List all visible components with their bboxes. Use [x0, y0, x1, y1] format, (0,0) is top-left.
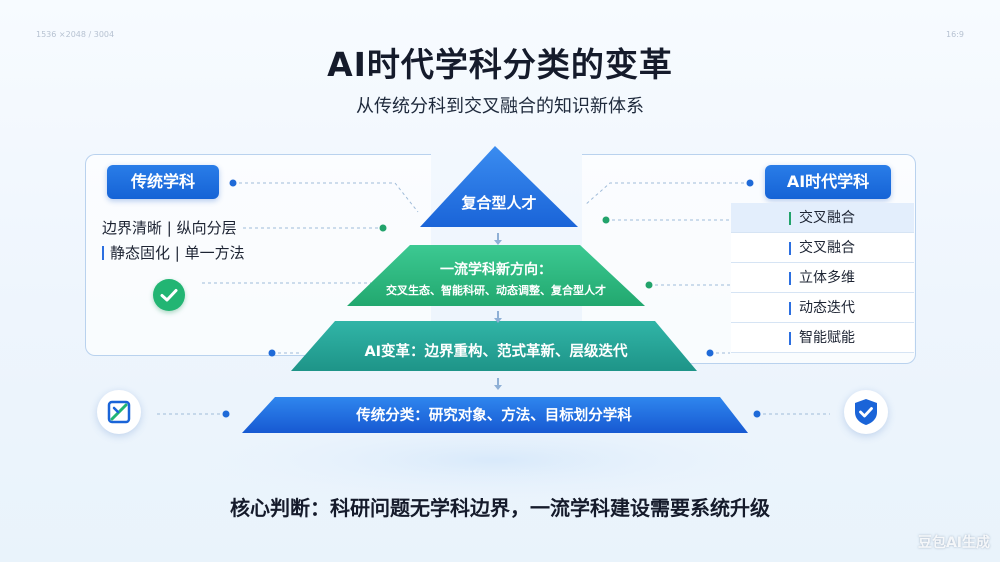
- page-subtitle: 从传统分科到交叉融合的知识新体系: [356, 96, 644, 117]
- connector-dots-green: [379, 216, 653, 289]
- watermark: 豆包AI生成: [917, 535, 990, 551]
- page-title: AI时代学科分类的变革: [327, 45, 673, 84]
- traditional-tag: 传统学科: [107, 165, 219, 199]
- ai-era-list: 交叉融合 交叉融合 立体多维 动态迭代 智能赋能: [731, 203, 914, 353]
- ai-era-tag: AI时代学科: [765, 165, 891, 199]
- tier-4: [242, 397, 748, 433]
- tier-3-label: AI变革：边界重构、范式革新、层级迭代: [364, 342, 628, 360]
- traditional-line-2: 静态固化 | 单一方法: [102, 242, 245, 263]
- list-item: 立体多维: [731, 263, 914, 293]
- list-item: 交叉融合: [731, 203, 914, 233]
- pyramid-glow: [195, 415, 795, 505]
- list-item: 交叉融合: [731, 233, 914, 263]
- tier-2: [347, 245, 645, 306]
- traditional-line-1: 边界清晰 | 纵向分层: [102, 219, 237, 237]
- list-item: 动态迭代: [731, 293, 914, 323]
- corner-ratio-text: 16:9: [946, 30, 964, 39]
- verified-shield-icon: [844, 390, 888, 434]
- check-icon: [153, 279, 185, 311]
- tier-3: [291, 321, 697, 371]
- connector-dots: [222, 179, 761, 418]
- tier-1: [420, 146, 578, 227]
- connector-lines: [157, 182, 830, 415]
- list-item: 智能赋能: [731, 323, 914, 353]
- corner-resolution-text: 1536 ×2048 / 3004: [36, 30, 115, 39]
- tier-2-title: 一流学科新方向：: [440, 261, 552, 278]
- tier-2-sub: 交叉生态、智能科研、动态调整、复合型人才: [386, 283, 606, 297]
- tier-1-label: 复合型人才: [460, 194, 536, 212]
- tier-4-label: 传统分类：研究对象、方法、目标划分学科: [355, 406, 632, 424]
- down-arrows: [494, 233, 502, 390]
- core-judgment-text: 核心判断：科研问题无学科边界，一流学科建设需要系统升级: [230, 496, 770, 520]
- ai-tool-icon: [97, 390, 141, 434]
